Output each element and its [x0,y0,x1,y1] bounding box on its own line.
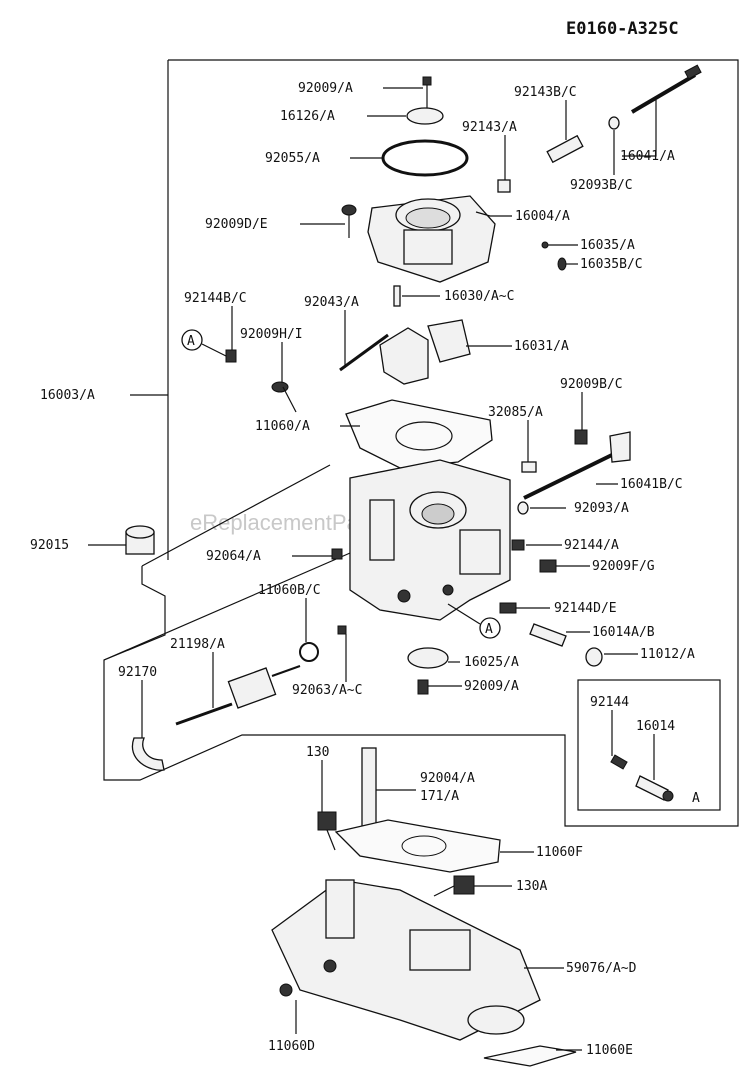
gasket-11060e [483,1045,577,1067]
solenoid-21198a [175,665,301,726]
plug-92063 [337,625,347,635]
label-16035a: 16035/A [580,238,635,253]
label-21198a: 21198/A [170,637,225,652]
screw-92009a-bot [417,679,429,695]
label-92144: 92144 [590,695,629,710]
screw-92009fg [539,559,557,573]
label-130: 130 [306,745,329,760]
label-92144bc: 92144B/C [184,291,247,306]
oring-92055a [381,139,469,177]
assembly-frame [103,59,739,827]
label-11060bc: 11060B/C [258,583,321,598]
plug-92064a [331,548,343,560]
callout-a-1: A [181,329,227,357]
label-16035bc: 16035B/C [580,257,643,272]
label-16003a: 16003/A [40,388,95,403]
label-16004a: 16004/A [515,209,570,224]
label-11060a: 11060/A [255,419,310,434]
label-92043a: 92043/A [304,295,359,310]
screw-92009bc [574,429,588,445]
pin-92143a [497,179,511,193]
label-92093a: 92093/A [574,501,629,516]
label-16031a: 16031/A [514,339,569,354]
gasket-11060f [334,819,501,873]
shaft-16041bc [523,431,631,500]
washer-92093bc [608,116,620,130]
screw-92009a-top [422,76,432,112]
manifold-59076 [271,879,541,1041]
svg-text:A: A [187,334,195,349]
svg-text:A: A [485,622,493,637]
inset-screws [610,754,674,802]
label-11060f: 11060F [536,845,583,860]
label-16041bc: 16041B/C [620,477,683,492]
cap-11012a [585,647,603,667]
label-16030ac: 16030/A~C [444,289,514,304]
clip-32085a [521,461,537,473]
label-16025a: 16025/A [464,655,519,670]
label-92009hi: 92009H/I [240,327,303,342]
label-11060d: 11060D [268,1039,315,1054]
needle-16014ab [529,623,567,647]
screw-92009de [341,204,357,238]
label-11012a: 11012/A [640,647,695,662]
gasket-11060a [345,399,493,469]
needle-16030 [393,285,401,307]
leader-lines [88,87,657,1051]
diagram-code: E0160-A325C [566,19,679,39]
label-92009a-bot: 92009/A [464,679,519,694]
pin-92043a [339,333,389,372]
label-130a: 130A [516,879,547,894]
label-92143bc: 92143B/C [514,85,577,100]
label-59076ad: 59076/A~D [566,961,637,976]
label-92093bc: 92093B/C [570,178,633,193]
diaphragm-16025a [407,647,449,669]
body-16004a [367,195,496,283]
label-92143a: 92143/A [462,120,517,135]
shaft-16041a [630,64,702,114]
label-inset-a: A [692,791,700,806]
part-16035bc [557,257,567,271]
label-92004a: 92004/A [420,771,475,786]
part-labels: 92009/A 16126/A 92055/A 92143B/C 92143/A… [30,81,700,1058]
callout-a-2: A [447,603,501,639]
carburetor-body [349,459,511,621]
label-92064a: 92064/A [206,549,261,564]
plate-16126a [406,107,444,125]
label-16014: 16014 [636,719,675,734]
oring-11060bc [299,642,319,662]
label-92009a-top: 92009/A [298,81,353,96]
label-92009fg: 92009F/G [592,559,655,574]
label-16014ab: 16014A/B [592,625,655,640]
float-16031a [379,319,471,385]
bolt-130 [317,811,337,851]
label-11060e: 11060E [586,1043,633,1058]
label-32085a: 32085/A [488,405,543,420]
nut-92015 [125,525,155,555]
label-92144de: 92144D/E [554,601,617,616]
bolt-130a [433,875,475,897]
clamp-92170 [131,737,165,771]
label-92015: 92015 [30,538,69,553]
part-16035a [541,241,549,249]
label-92055a: 92055/A [265,151,320,166]
screw-92009hi [271,381,297,413]
label-16126a: 16126/A [280,109,335,124]
label-92009bc: 92009B/C [560,377,623,392]
label-92063ac: 92063/A~C [292,683,362,698]
label-171a: 171/A [420,789,459,804]
label-92170: 92170 [118,665,157,680]
label-16041a: 16041/A [620,149,675,164]
label-92144a: 92144/A [564,538,619,553]
screw-92144a [511,539,525,551]
screw-92144de [499,602,517,614]
inset-box [577,679,721,811]
pin-92143bc [546,134,584,164]
screw-92144bc [225,349,237,363]
washer-92093a [517,501,529,515]
label-92009de: 92009D/E [205,217,268,232]
